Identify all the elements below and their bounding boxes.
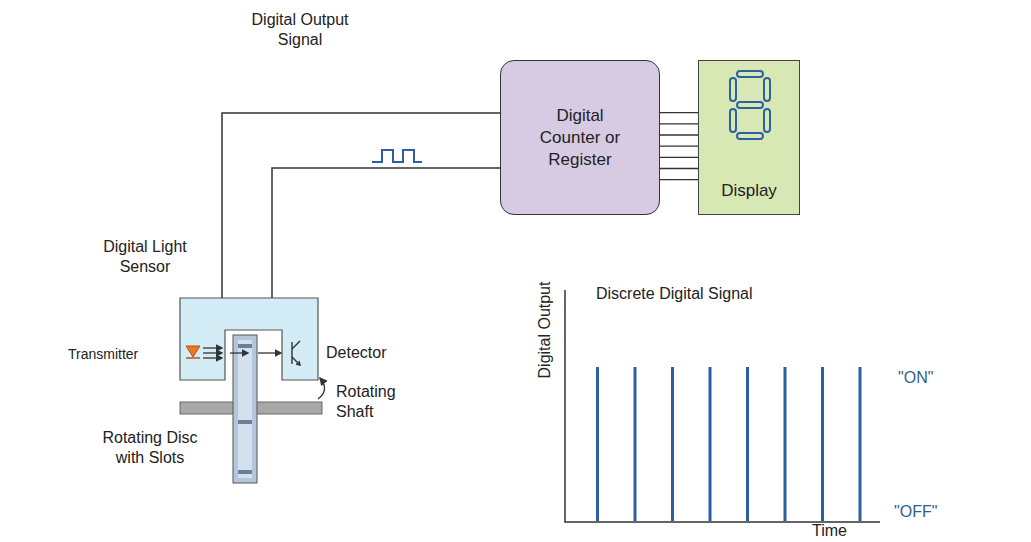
rotation-arrow xyxy=(318,378,325,399)
counter-box: Digital Counter or Register xyxy=(500,60,660,215)
light-beam xyxy=(203,348,281,358)
signal-wire xyxy=(222,113,500,298)
box-label: Digital Counter or Register xyxy=(528,105,633,171)
axis-label: Time xyxy=(812,521,872,541)
signal-label: Digital Output Signal xyxy=(250,10,350,50)
slotted-disc xyxy=(238,340,252,478)
part-label: Rotating Disc with Slots xyxy=(95,428,205,468)
disc-slots xyxy=(238,344,252,474)
signal-pulses xyxy=(596,367,862,521)
bus-lines xyxy=(660,113,698,180)
sensor-label: Digital Light Sensor xyxy=(85,237,205,277)
led-symbol xyxy=(186,346,200,358)
part-label: Transmitter xyxy=(68,344,178,364)
part-label: Rotating Shaft xyxy=(336,382,408,422)
signal-wire xyxy=(272,168,500,298)
display-box: Display xyxy=(698,60,800,215)
axis-label: Digital Output xyxy=(535,275,555,385)
pulse-waveform xyxy=(372,150,422,162)
slotted-disc xyxy=(233,335,257,483)
chart-axes xyxy=(565,290,880,522)
seven-segment-digit xyxy=(728,69,772,141)
level-label: "ON" xyxy=(898,368,958,388)
chart-title: Discrete Digital Signal xyxy=(596,284,816,304)
display-label: Display xyxy=(721,180,777,202)
level-label: "OFF" xyxy=(894,502,964,522)
part-label: Detector xyxy=(326,343,416,363)
phototransistor-symbol xyxy=(292,341,300,365)
